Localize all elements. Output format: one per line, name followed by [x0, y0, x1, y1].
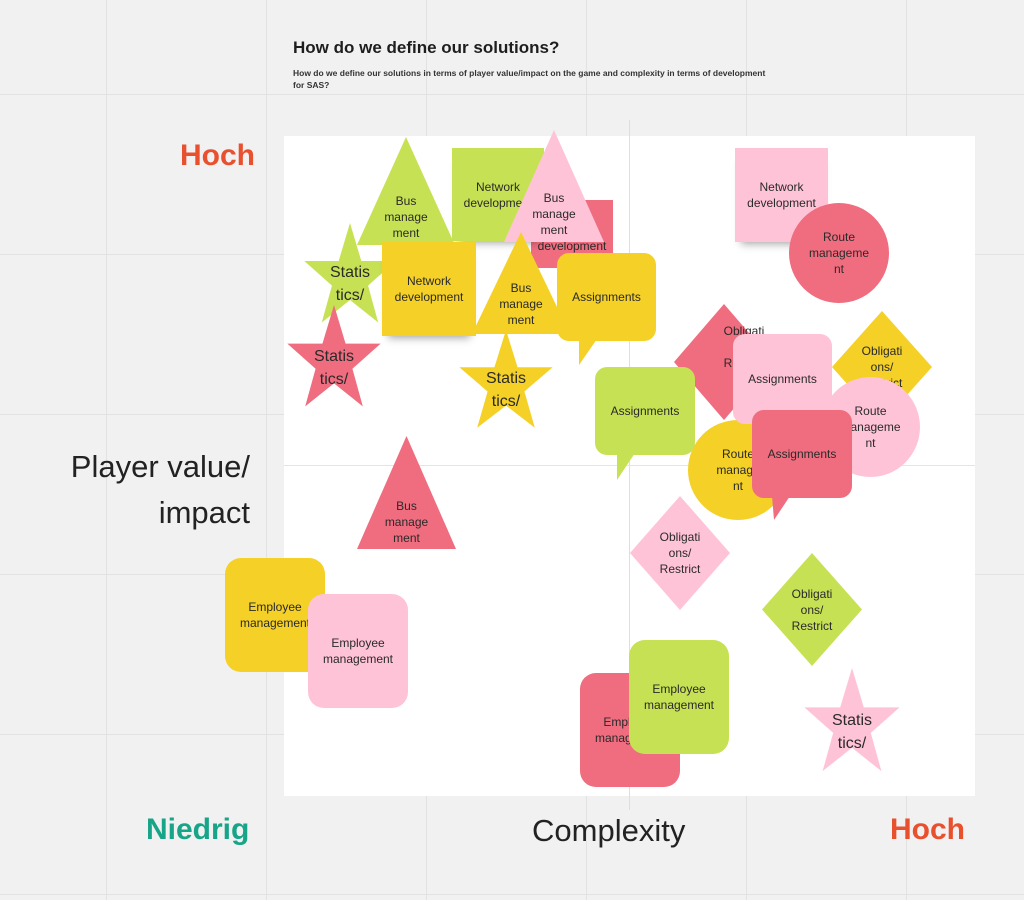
- red-circle-route[interactable]: Route manageme nt: [789, 203, 889, 303]
- pink-card-employee[interactable]: Employee management: [308, 594, 408, 708]
- red-bubble-assignments[interactable]: Assignments: [752, 410, 852, 520]
- green-bubble-assignments[interactable]: Assignments: [595, 367, 695, 480]
- board-title: How do we define our solutions?: [293, 38, 560, 57]
- shape-label: Assignments: [610, 404, 680, 418]
- pink-card-assignments[interactable]: Assignments: [733, 334, 832, 424]
- y-axis-label: Player value/ impact: [70, 449, 250, 530]
- sticky-label: development: [537, 239, 607, 253]
- yellow-triangle-bus[interactable]: Bus manage ment: [472, 232, 570, 334]
- green-star-statistics[interactable]: Statis tics/: [302, 223, 398, 333]
- yellow-sticky-network[interactable]: Network development: [382, 242, 476, 336]
- shape-label: Bus manage ment: [384, 194, 428, 240]
- card-label: Employee management: [643, 682, 715, 712]
- pink-triangle-bus[interactable]: Bus manage ment: [504, 130, 604, 242]
- shape-label: Route manageme nt: [808, 230, 870, 276]
- shape-label: Statis tics/: [831, 712, 872, 752]
- pink-diamond-obligations[interactable]: Obligati ons/ Restrict: [630, 496, 730, 610]
- card-label: Employee management: [239, 600, 311, 630]
- sticky-label: Network development: [394, 274, 464, 304]
- yellow-star-statistics[interactable]: Statis tics/: [457, 330, 555, 438]
- red-triangle-bus[interactable]: Bus manage ment: [357, 436, 456, 549]
- shape-label: Bus manage ment: [384, 498, 429, 545]
- yellow-bubble-assignments[interactable]: Assignments: [557, 253, 656, 365]
- x-axis-low-label: Niedrig: [146, 813, 250, 846]
- shape-label: Bus manage ment: [499, 281, 543, 327]
- shape-label: Statis tics/: [485, 370, 526, 410]
- shape-label: Obligati ons/ Restrict: [791, 586, 833, 633]
- green-diamond-obligations[interactable]: Obligati ons/ Restrict: [762, 553, 862, 666]
- red-star-statistics[interactable]: Statis tics/: [285, 305, 383, 417]
- horizontal-divider: [284, 465, 975, 466]
- shape-label: Obligati ons/ Restrict: [659, 530, 701, 576]
- x-axis-label: Complexity: [532, 813, 686, 848]
- shape-label: Assignments: [767, 447, 837, 461]
- shape-label: Statis tics/: [329, 264, 370, 304]
- shape-label: Statis tics/: [313, 348, 354, 388]
- green-card-employee[interactable]: Employee management: [629, 640, 729, 754]
- shape-label: Bus manage ment: [532, 191, 576, 237]
- card-label: Employee management: [322, 636, 394, 666]
- x-axis-high-label: Hoch: [890, 813, 965, 846]
- sticky-label: Network development: [747, 180, 816, 210]
- shape-label: Route manage nt: [716, 447, 760, 493]
- pink-star-statistics[interactable]: Statis tics/: [802, 668, 902, 782]
- board-subtitle: How do we define our solutions in terms …: [293, 68, 766, 90]
- sticky-label: Network development: [463, 179, 533, 210]
- green-triangle-bus[interactable]: Bus manage ment: [357, 137, 455, 245]
- shape-label: Route manageme nt: [840, 404, 901, 450]
- card-label: Assignments: [748, 372, 817, 386]
- shape-label: Assignments: [572, 290, 641, 304]
- y-axis-high-label: Hoch: [180, 139, 255, 172]
